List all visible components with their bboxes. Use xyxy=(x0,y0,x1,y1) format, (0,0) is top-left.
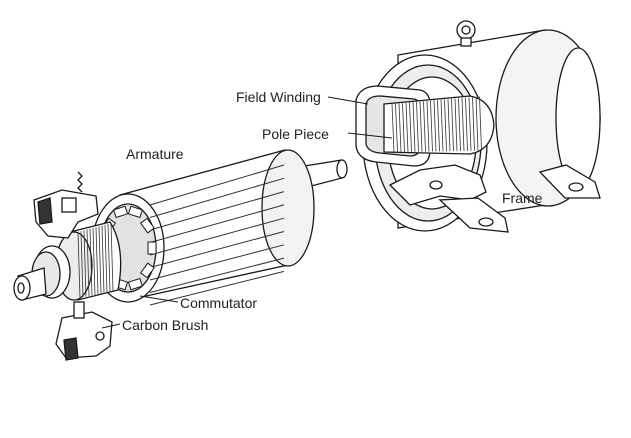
end-winding xyxy=(113,205,129,219)
label-commutator: Commutator xyxy=(180,295,258,311)
armature-slot xyxy=(149,231,285,268)
end-winding xyxy=(127,277,143,291)
commutator-bar xyxy=(77,231,81,299)
end-winding xyxy=(127,205,143,219)
winding-stripe xyxy=(468,97,472,151)
commutator-bar xyxy=(104,224,108,293)
winding-stripe xyxy=(472,97,475,151)
commutator-bar xyxy=(98,226,102,294)
winding-stripe xyxy=(440,99,444,152)
winding-stripe xyxy=(412,102,416,152)
commutator-bar xyxy=(95,227,99,295)
winding-stripe xyxy=(416,101,419,152)
end-winding xyxy=(139,262,155,279)
winding-stripe xyxy=(479,96,482,151)
winding-stripe xyxy=(451,98,454,152)
winding-stripe xyxy=(458,98,461,152)
winding-stripe xyxy=(437,100,440,152)
armature-slot xyxy=(149,191,285,231)
armature-slot-lines xyxy=(149,164,285,306)
commutator-segment-lines xyxy=(77,223,114,299)
winding-stripe xyxy=(395,103,398,152)
commutator-bar xyxy=(101,225,105,294)
armature-slot xyxy=(149,270,285,306)
upper-brush-holder xyxy=(33,171,99,239)
winding-stripe xyxy=(402,103,405,152)
label-pole-piece: Pole Piece xyxy=(262,126,329,142)
label-frame: Frame xyxy=(502,190,543,206)
label-carbon-brush: Carbon Brush xyxy=(122,317,209,333)
winding-stripe xyxy=(398,103,402,152)
winding-stripe xyxy=(419,101,423,152)
armature-slot xyxy=(149,244,285,281)
armature-slot xyxy=(149,177,285,218)
commutator-bar xyxy=(86,229,90,297)
winding-stripe xyxy=(405,102,409,152)
commutator-bar xyxy=(89,228,93,296)
winding-stripe xyxy=(444,99,447,152)
shaft-end xyxy=(13,245,71,301)
lower-brush-holder xyxy=(55,301,113,361)
winding-stripe xyxy=(465,97,468,151)
label-leader-lines xyxy=(101,96,393,329)
pole-piece-winding-lines xyxy=(391,96,482,153)
end-winding xyxy=(139,217,155,234)
winding-stripe xyxy=(391,103,395,153)
armature-slot xyxy=(149,204,285,243)
commutator-bar xyxy=(83,230,87,297)
end-winding xyxy=(147,241,157,255)
winding-stripe xyxy=(475,96,479,151)
winding-stripe xyxy=(461,97,465,152)
label-armature: Armature xyxy=(126,146,184,162)
winding-stripe xyxy=(433,100,437,152)
winding-stripe xyxy=(426,100,430,152)
commutator-bar xyxy=(80,231,84,298)
armature-slot xyxy=(149,217,285,256)
armature-slot xyxy=(149,257,285,293)
commutator-bar xyxy=(92,227,96,296)
winding-stripe xyxy=(430,100,433,152)
winding-stripe xyxy=(423,101,426,152)
winding-stripe xyxy=(409,102,412,152)
armature-slot xyxy=(149,164,285,206)
label-field-winding: Field Winding xyxy=(236,89,321,105)
commutator-bar xyxy=(110,223,114,292)
winding-stripe xyxy=(447,99,451,152)
commutator-bar xyxy=(107,223,111,293)
winding-stripe xyxy=(454,98,458,152)
